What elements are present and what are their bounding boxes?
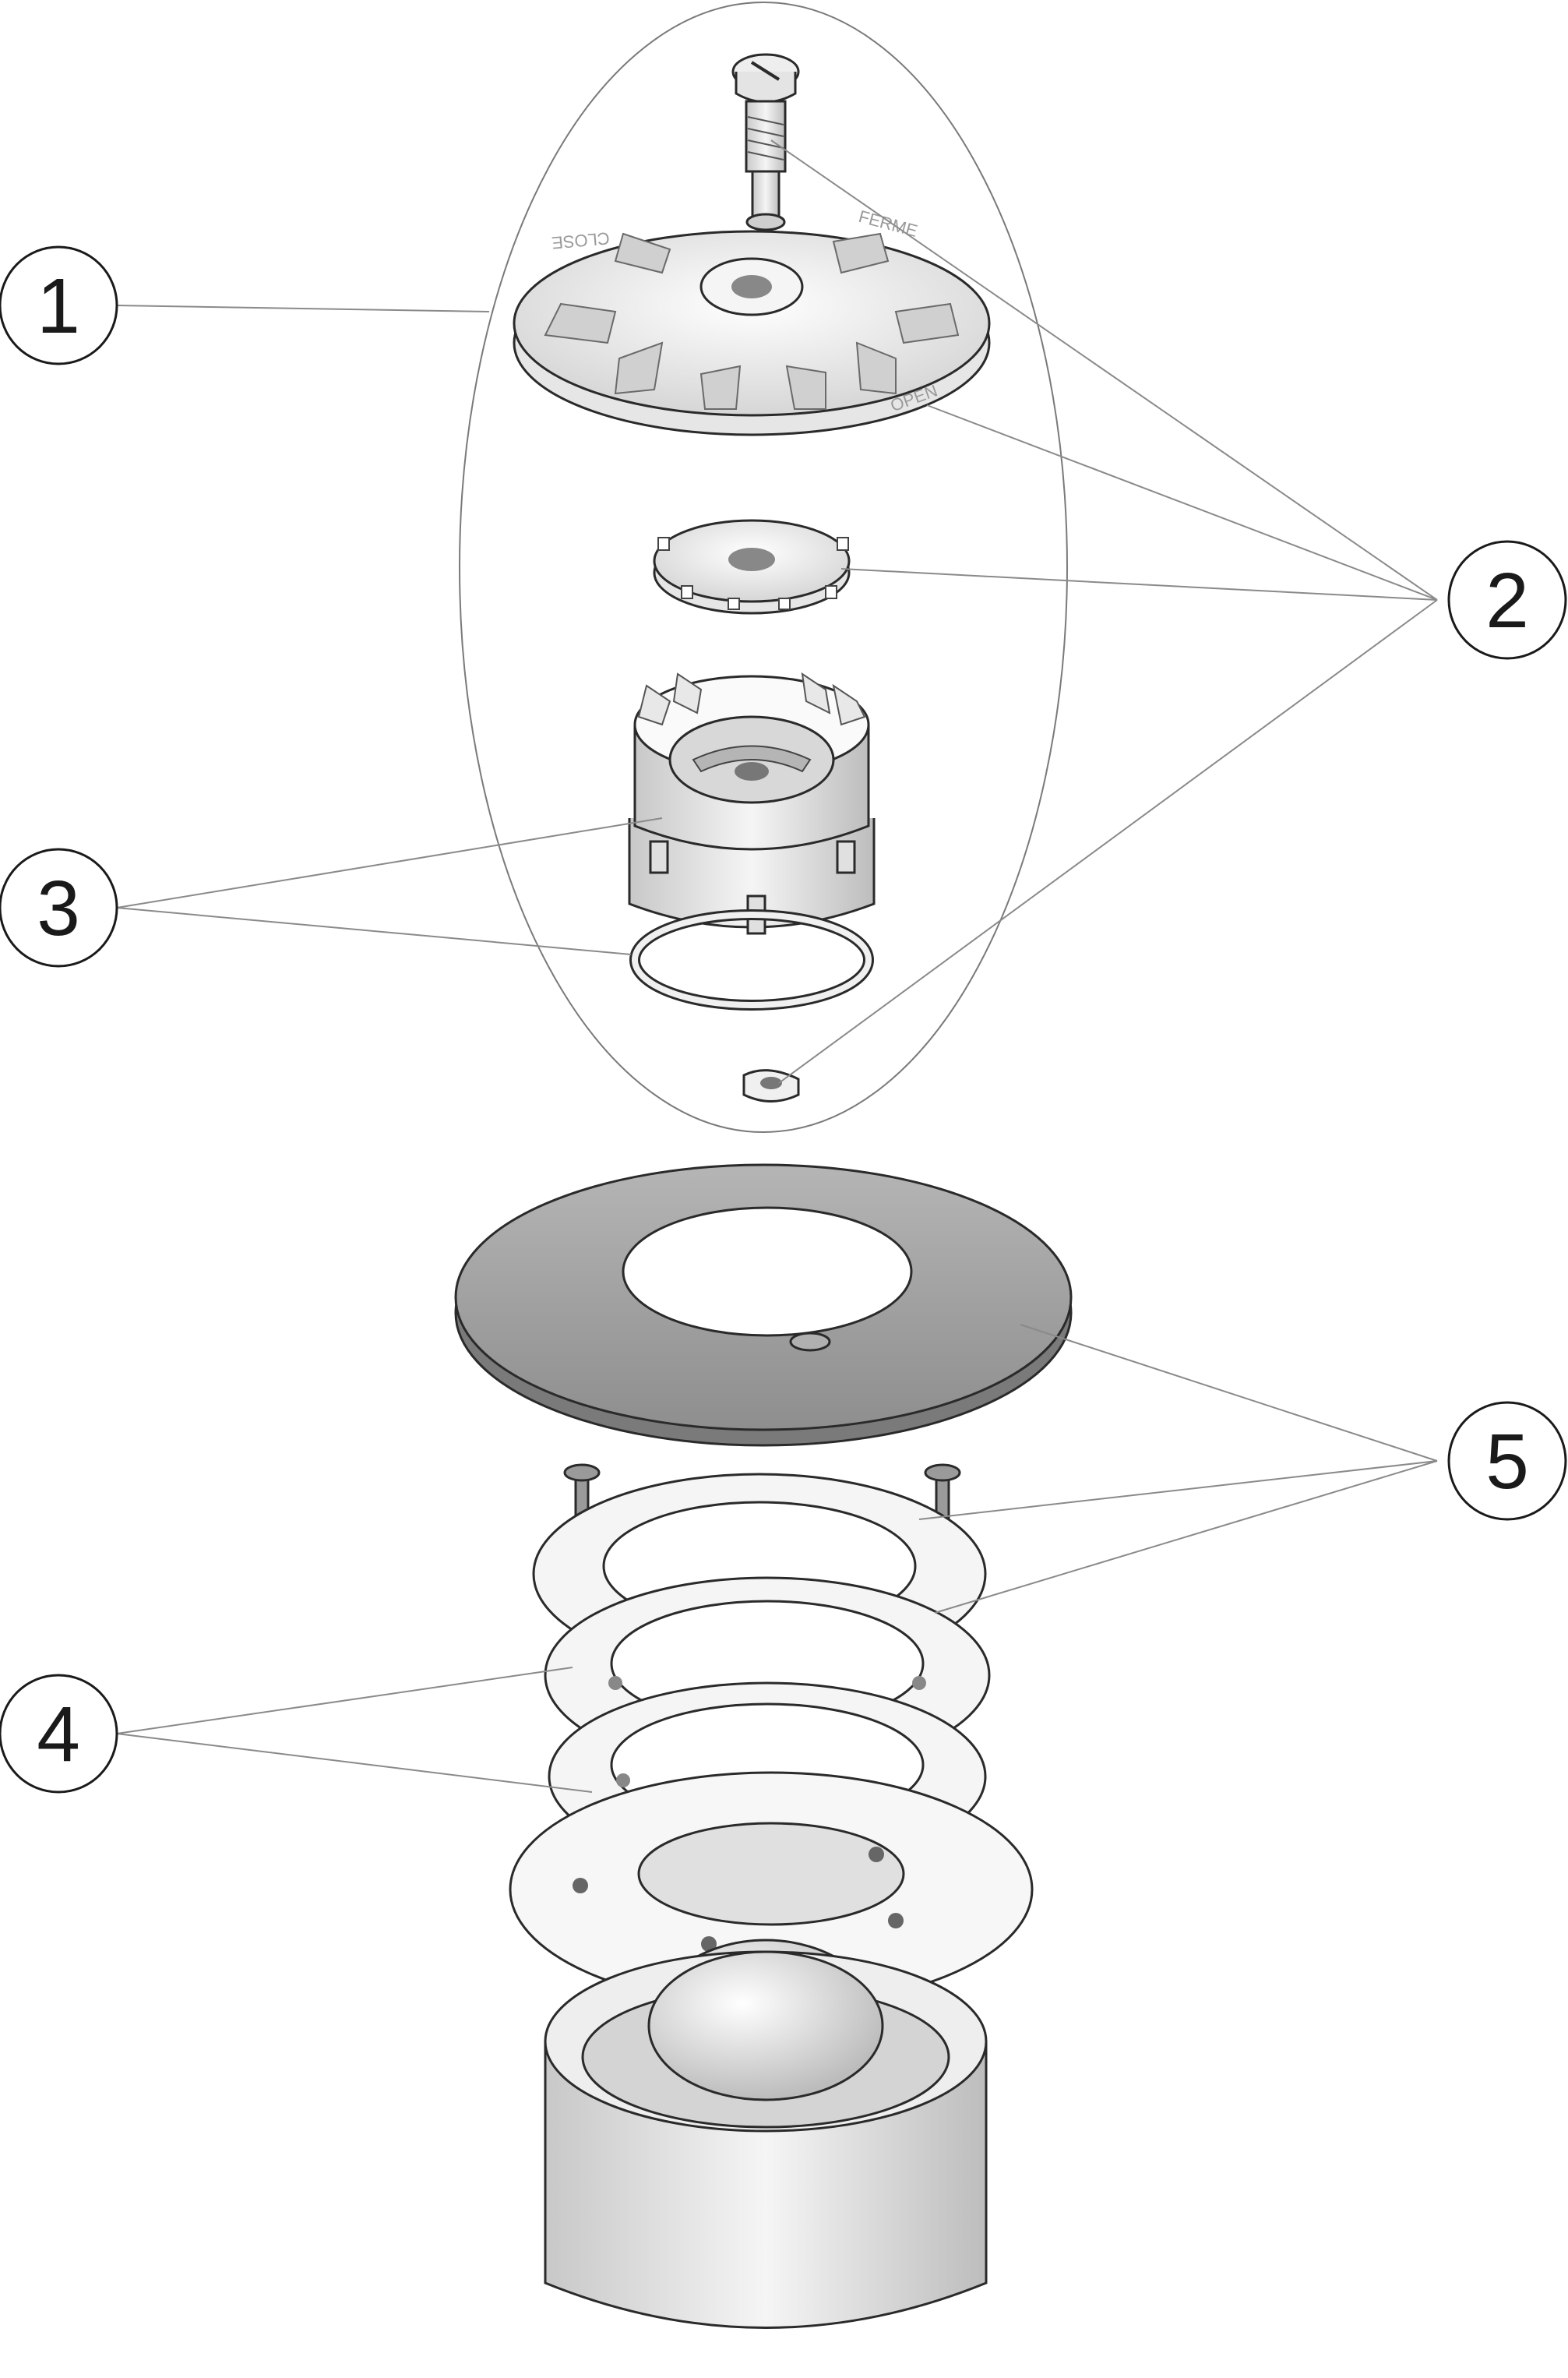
leader-lines	[116, 139, 1438, 1793]
embossed-close: CLOSE	[551, 228, 610, 252]
nozzle-insert	[628, 672, 876, 935]
adjustment-disc	[653, 519, 851, 615]
escutcheon-ring	[454, 1163, 1073, 1447]
callout-1-label: 1	[37, 263, 80, 350]
callout-4: 4	[0, 1674, 118, 1794]
callout-2-label: 2	[1485, 557, 1529, 644]
cover-plate: CLOSE FERME OPEN	[513, 206, 991, 436]
callout-3: 3	[0, 848, 118, 968]
housing-body	[544, 1950, 988, 2329]
callout-3-label: 3	[37, 865, 80, 952]
callout-1: 1	[0, 245, 118, 365]
callout-2: 2	[1447, 540, 1567, 660]
callout-5: 5	[1447, 1401, 1567, 1521]
adjustment-screw	[731, 53, 800, 231]
callout-4-label: 4	[37, 1691, 80, 1778]
group-1-enclosure	[459, 2, 1068, 1133]
o-ring	[629, 909, 874, 1011]
base-flange	[509, 1771, 1034, 2008]
callout-5-label: 5	[1485, 1418, 1529, 1505]
